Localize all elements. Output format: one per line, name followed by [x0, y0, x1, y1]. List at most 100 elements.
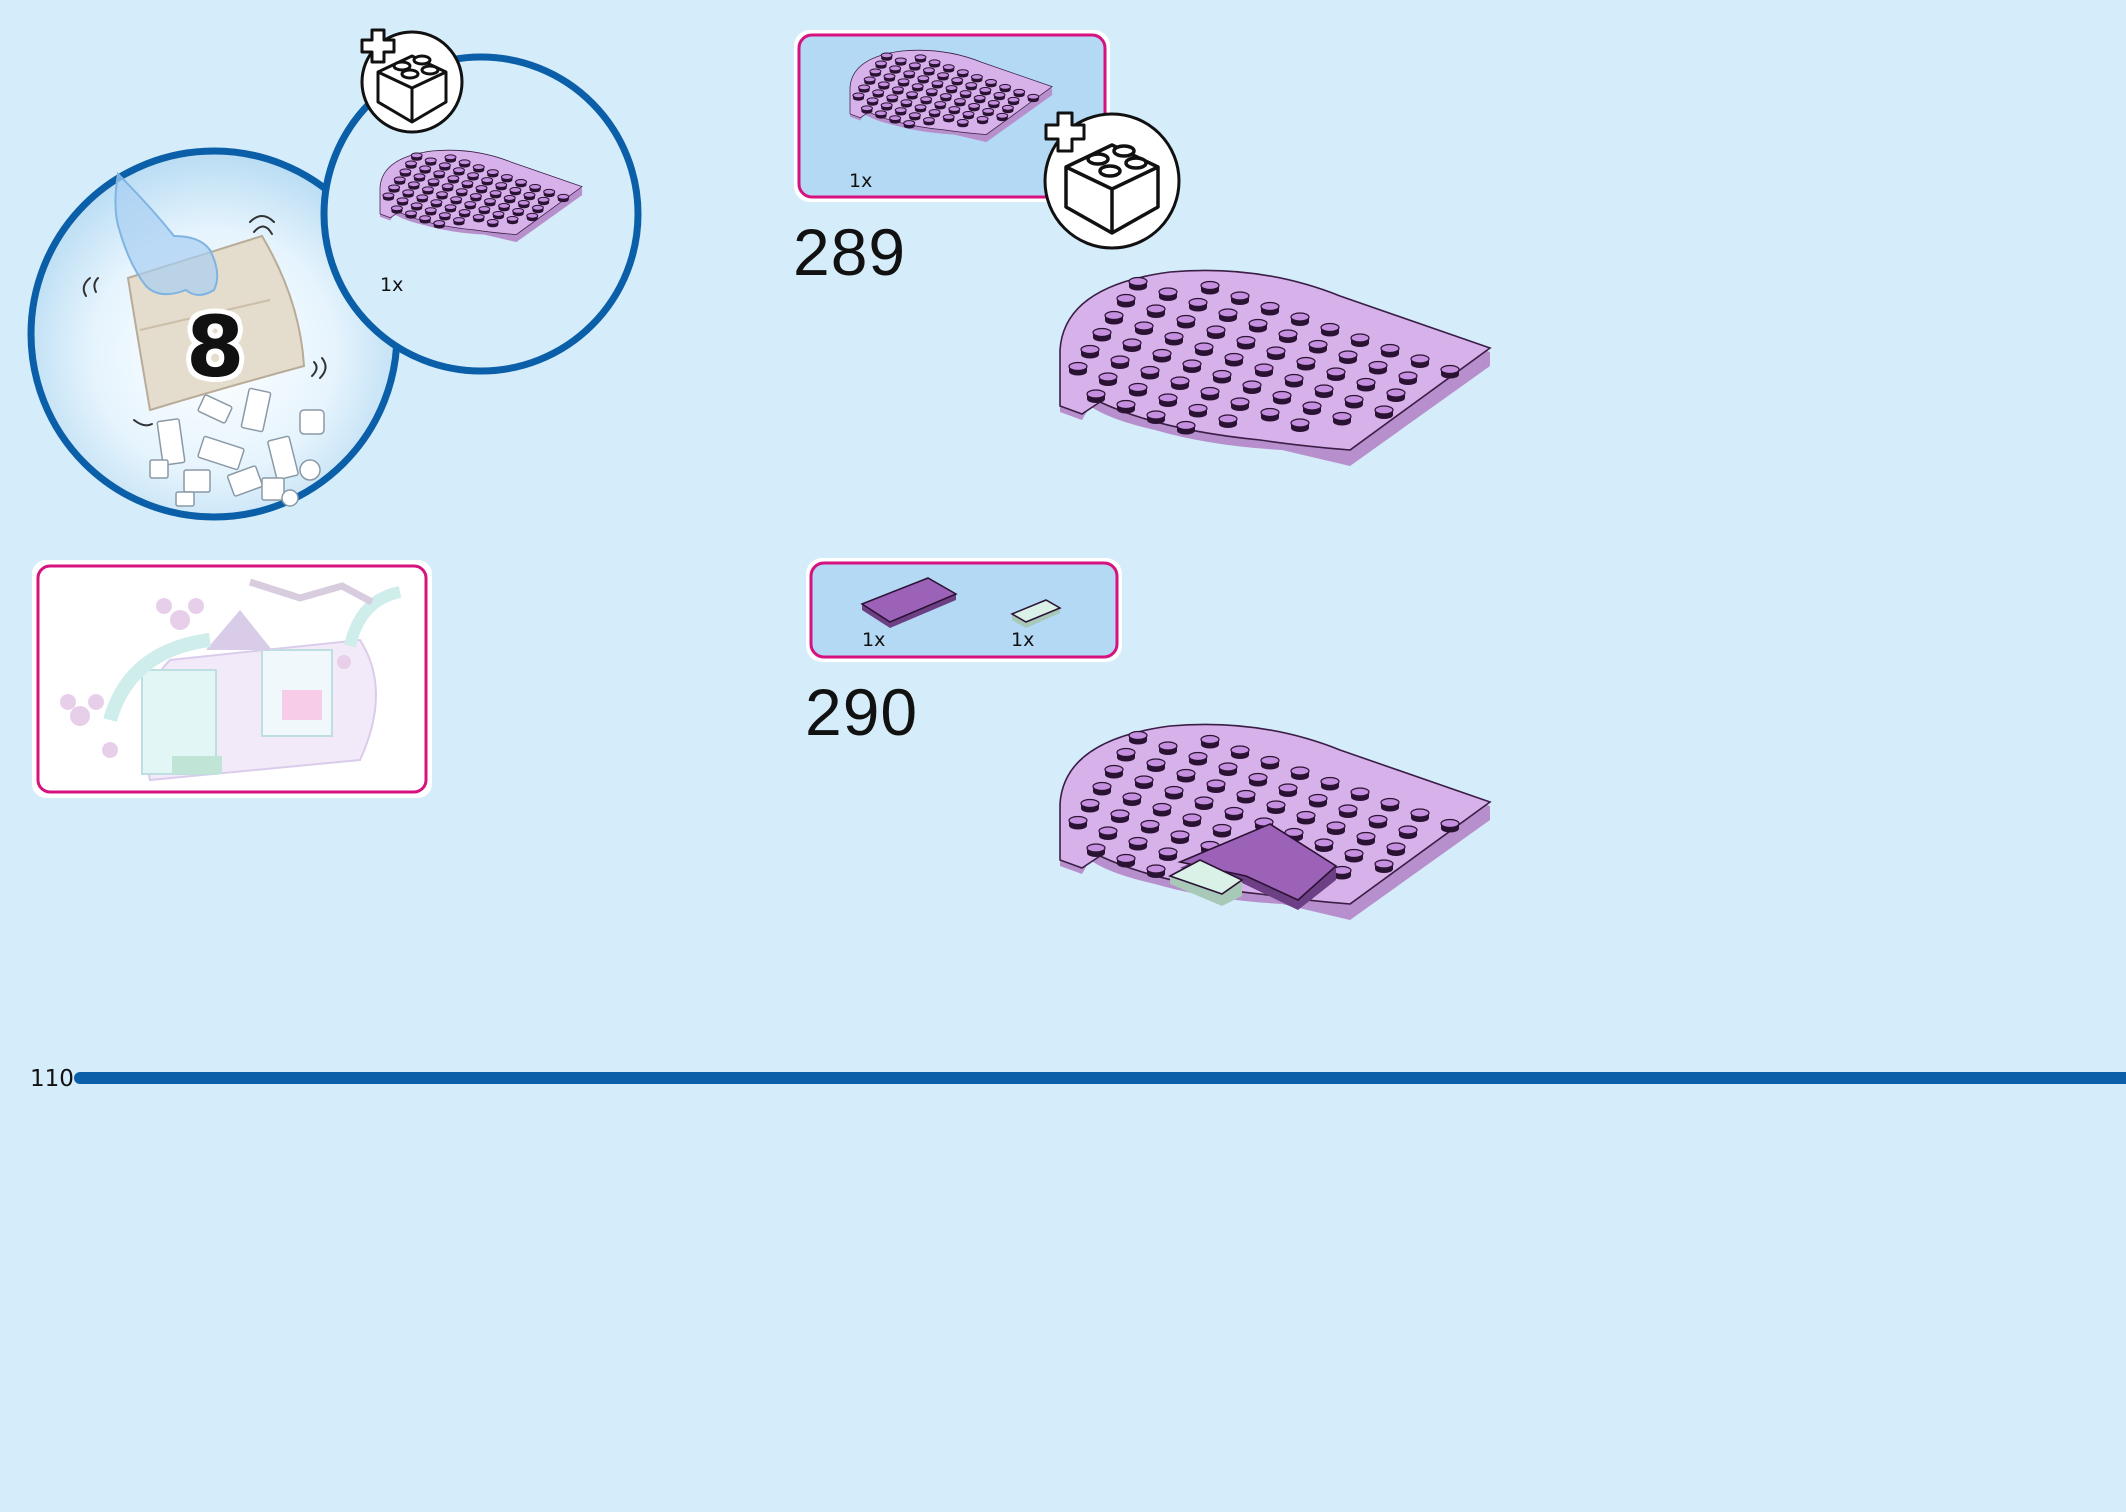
stud — [512, 207, 525, 217]
stud — [1272, 390, 1292, 406]
stud — [419, 215, 432, 225]
stud — [450, 196, 463, 206]
new-brick-icon — [1043, 112, 1181, 250]
stud — [1212, 823, 1232, 839]
stud — [1122, 792, 1142, 807]
stud — [1158, 393, 1178, 408]
step-290-number: 290 — [805, 675, 919, 749]
stud — [1027, 93, 1040, 103]
stud — [897, 78, 910, 88]
stud — [1164, 331, 1184, 347]
stud — [1356, 831, 1376, 847]
stud — [1188, 751, 1208, 767]
stud — [438, 162, 451, 172]
stud — [931, 80, 944, 90]
stud — [1284, 373, 1304, 389]
stud — [1242, 380, 1262, 395]
stud — [1248, 318, 1268, 334]
stud — [1128, 382, 1148, 398]
stud — [416, 194, 429, 204]
stud — [433, 220, 446, 229]
stud — [1320, 776, 1340, 792]
stud — [444, 154, 457, 164]
stud — [1170, 830, 1190, 845]
stud — [469, 193, 482, 202]
stud — [1212, 369, 1232, 385]
stud — [483, 198, 496, 207]
stud — [1110, 355, 1130, 370]
step-290-parts-callout — [806, 558, 1122, 662]
stud — [1236, 335, 1256, 351]
stud — [1182, 813, 1202, 828]
stud — [1224, 806, 1244, 822]
stud — [903, 70, 916, 80]
stud — [1128, 836, 1148, 852]
stud — [1134, 775, 1154, 790]
stud — [894, 57, 907, 67]
stud — [1158, 287, 1178, 302]
stud — [1254, 363, 1274, 378]
stud — [1200, 386, 1220, 402]
stud — [959, 90, 972, 99]
stud — [934, 101, 947, 110]
stud — [1152, 802, 1172, 818]
stud — [1152, 348, 1172, 364]
stud — [1164, 785, 1184, 801]
stud — [396, 197, 409, 207]
stud — [1374, 859, 1394, 874]
stud — [500, 174, 513, 183]
new-brick-icon — [360, 30, 464, 134]
stud — [928, 109, 941, 118]
stud — [531, 204, 544, 214]
stud — [515, 179, 527, 188]
stud — [903, 120, 916, 129]
stud — [1440, 818, 1460, 834]
stud — [1146, 758, 1166, 773]
stud — [1158, 847, 1178, 862]
stud — [1326, 367, 1346, 382]
stud — [1098, 372, 1118, 387]
stud — [922, 67, 935, 77]
stud — [1170, 376, 1190, 391]
stud — [402, 189, 415, 199]
stud — [1092, 327, 1112, 343]
stud — [1218, 414, 1238, 429]
stud — [1230, 397, 1250, 412]
stud — [1230, 291, 1250, 306]
stud — [1001, 104, 1014, 114]
stud — [1278, 783, 1298, 798]
stud — [858, 84, 871, 94]
stud — [543, 188, 556, 198]
stud — [906, 91, 919, 101]
stud — [1344, 394, 1364, 410]
stud — [863, 76, 876, 86]
stud — [900, 99, 913, 109]
dark-purple-tile-part — [860, 577, 958, 628]
stud — [1116, 399, 1136, 415]
stud — [1374, 405, 1394, 420]
stud — [951, 77, 964, 86]
stud — [1128, 276, 1148, 292]
stud — [953, 98, 966, 107]
stud — [1128, 730, 1148, 746]
stud — [523, 191, 536, 201]
stud — [886, 94, 899, 104]
loose-bricks-illustration — [149, 387, 325, 507]
stud — [424, 207, 437, 217]
stud — [1092, 781, 1112, 797]
stud — [1116, 293, 1136, 309]
stud — [1146, 304, 1166, 319]
stud — [506, 215, 519, 225]
stud — [1314, 838, 1334, 853]
stud — [894, 107, 907, 117]
step-290-part-count-dark-tile: 1x — [862, 629, 886, 651]
stud — [1086, 389, 1106, 404]
stud — [1290, 766, 1310, 781]
stud — [399, 168, 412, 178]
stud — [911, 83, 924, 93]
stud — [1230, 745, 1250, 760]
stud — [467, 172, 480, 182]
stud — [489, 190, 502, 199]
stud — [1296, 356, 1316, 372]
